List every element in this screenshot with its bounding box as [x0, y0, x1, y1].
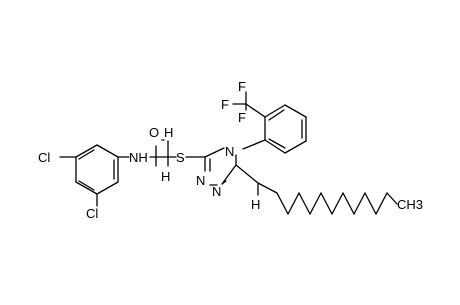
- bond: [221, 180, 227, 185]
- atom-s: S: [176, 150, 185, 165]
- bond: [331, 192, 344, 215]
- bond: [386, 192, 398, 205]
- bond: [287, 192, 300, 215]
- bond: [375, 192, 388, 215]
- bond: [96, 181, 119, 195]
- atom-f-c: F: [238, 110, 246, 125]
- atom-cl-bottom: Cl: [86, 206, 98, 221]
- bond: [242, 139, 266, 150]
- bond: [221, 164, 237, 185]
- dichlorophenyl-ring: [75, 144, 119, 195]
- bond: [264, 139, 286, 154]
- bond: [284, 140, 307, 154]
- bond: [309, 192, 322, 215]
- atom-nh: NH: [129, 150, 148, 165]
- atom-n4: N: [225, 144, 234, 159]
- bond: [204, 147, 225, 158]
- bond: [268, 109, 285, 121]
- bond: [268, 138, 286, 149]
- bond: [78, 149, 95, 160]
- triazole-ring: [204, 147, 237, 186]
- atom-h-ch2: H: [161, 169, 170, 184]
- alkyl-chain: [257, 182, 398, 215]
- atom-o: O: [149, 125, 159, 140]
- atom-h-oh: H: [164, 125, 173, 140]
- atom-f-a: F: [238, 79, 246, 94]
- atom-n2: N: [212, 184, 221, 199]
- bond: [75, 181, 98, 195]
- atom-ch3: CH3: [397, 197, 423, 212]
- bond: [342, 192, 355, 215]
- atom-n1: N: [196, 173, 205, 188]
- atom-h-chain: H: [251, 197, 260, 212]
- bond: [78, 180, 95, 191]
- bond: [75, 144, 98, 158]
- atom-f-b: F: [221, 97, 229, 112]
- bond: [245, 103, 266, 118]
- bond: [298, 192, 311, 215]
- bond: [276, 192, 289, 215]
- bond: [353, 192, 366, 215]
- bond: [235, 164, 259, 184]
- bond: [320, 192, 333, 215]
- bond: [264, 104, 286, 118]
- bond: [364, 192, 377, 215]
- bond: [96, 144, 119, 158]
- atom-cl-top: Cl: [38, 150, 50, 165]
- trifluoromethylphenyl-ring: [264, 104, 307, 154]
- bond: [257, 182, 278, 194]
- bond: [284, 104, 307, 118]
